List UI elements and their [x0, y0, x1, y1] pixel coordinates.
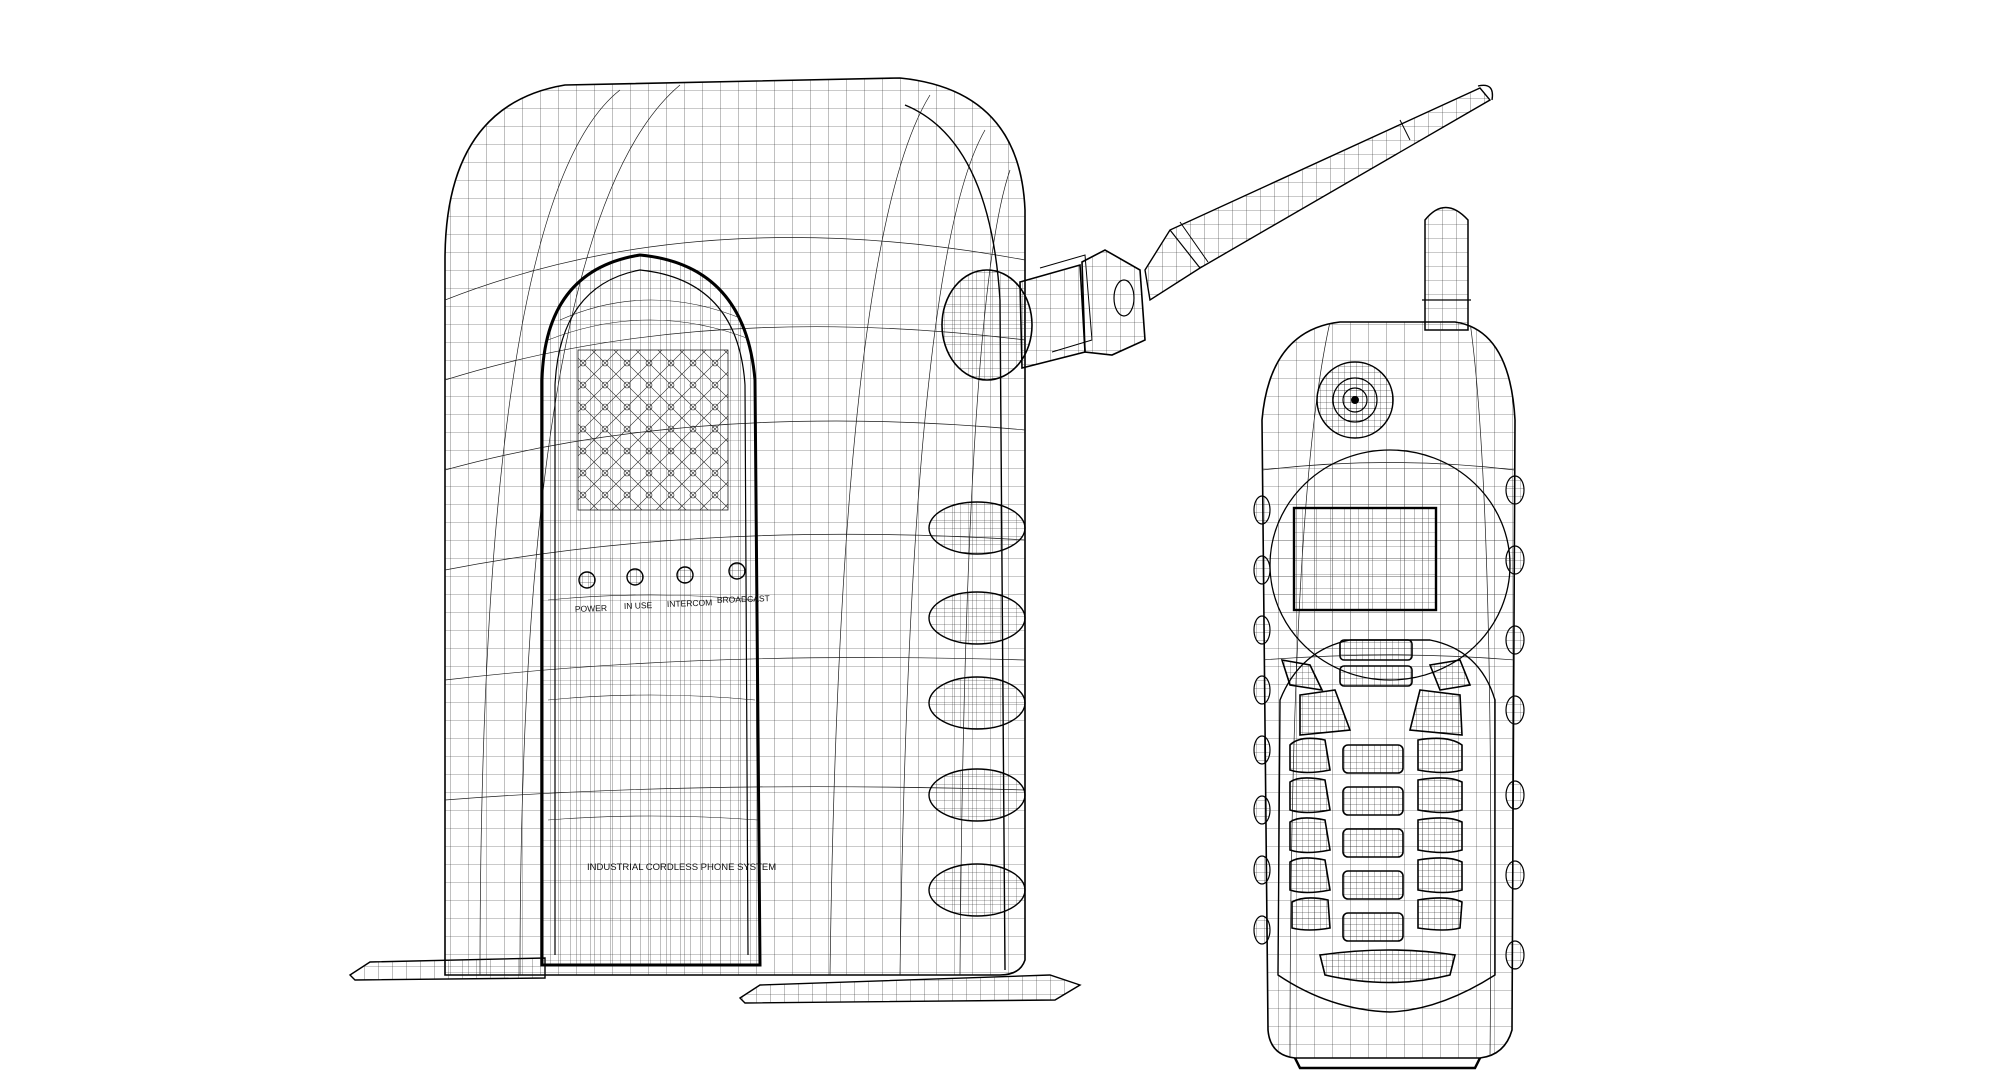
base-station: POWER IN USE INTERCOM BROADCAST INDUSTRI… [348, 77, 1494, 1004]
key-4[interactable] [1289, 777, 1331, 814]
base-front-panel: POWER IN USE INTERCOM BROADCAST INDUSTRI… [540, 253, 776, 967]
key-7[interactable] [1289, 817, 1331, 854]
intercom-indicator-icon [676, 566, 694, 584]
handset-body [1261, 321, 1516, 1059]
speaker-grille [577, 349, 729, 511]
soft-key-right[interactable] [1428, 659, 1472, 691]
handset [1253, 206, 1525, 1070]
key-2[interactable] [1342, 744, 1404, 774]
earpiece [1316, 361, 1394, 439]
in-use-indicator-icon [626, 568, 644, 586]
key-1[interactable] [1289, 737, 1331, 774]
display-screen [1292, 506, 1438, 612]
nav-down-key[interactable] [1339, 665, 1413, 687]
talk-key[interactable] [1299, 689, 1352, 736]
nav-keys [1280, 639, 1472, 736]
indicator-label-intercom: INTERCOM [667, 597, 713, 609]
handset-antenna [1422, 206, 1471, 331]
end-key[interactable] [1408, 689, 1463, 736]
key-function-left[interactable] [1291, 897, 1331, 931]
indicator-label-power: POWER [575, 603, 607, 614]
key-5[interactable] [1342, 786, 1404, 816]
keypad-frame [1277, 639, 1496, 1013]
handset-grips-left [1253, 495, 1271, 945]
side-ribs [928, 501, 1026, 917]
soft-key-left[interactable] [1280, 658, 1324, 692]
indicator-labels: POWER IN USE INTERCOM BROADCAST [575, 593, 770, 614]
indicator-label-broadcast: BROADCAST [717, 593, 770, 605]
indicator-lamps [578, 562, 746, 589]
key-star[interactable] [1289, 857, 1331, 894]
key-bottom-bar[interactable] [1319, 949, 1456, 984]
product-label: INDUSTRIAL CORDLESS PHONE SYSTEM [587, 862, 776, 873]
key-6[interactable] [1417, 777, 1463, 814]
key-function-center[interactable] [1342, 912, 1404, 942]
base-antenna [941, 84, 1494, 381]
key-8[interactable] [1342, 828, 1404, 858]
indicator-label-in-use: IN USE [624, 600, 653, 611]
nav-up-key[interactable] [1339, 639, 1413, 661]
number-keys [1289, 737, 1463, 984]
display-area [1269, 449, 1511, 681]
key-0[interactable] [1342, 870, 1404, 900]
key-3[interactable] [1417, 737, 1463, 774]
key-9[interactable] [1417, 817, 1463, 854]
key-hash[interactable] [1417, 857, 1463, 894]
power-indicator-icon [578, 571, 596, 589]
key-function-right[interactable] [1417, 897, 1463, 931]
broadcast-indicator-icon [728, 562, 746, 580]
